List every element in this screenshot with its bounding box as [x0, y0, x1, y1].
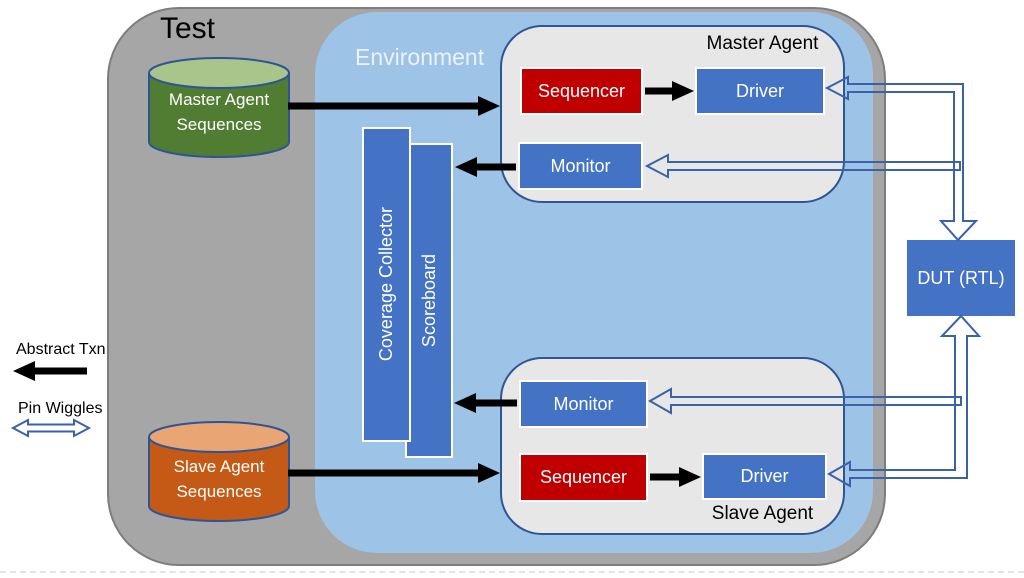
slave-sequencer-box: Sequencer	[519, 453, 648, 502]
master-sequences-label: Master Agent Sequences	[168, 90, 270, 134]
master-agent-label: Master Agent	[706, 33, 819, 54]
legend-pin-wiggles-label: Pin Wiggles	[18, 400, 103, 417]
slave-monitor-box: Monitor	[519, 380, 648, 428]
master-monitor-label: Monitor	[550, 155, 611, 176]
test-label: Test	[160, 12, 216, 45]
legend-pin-wiggles-arrow	[10, 418, 92, 438]
dut-box: DUT (RTL)	[907, 240, 1015, 316]
slave-agent-label: Slave Agent	[711, 503, 814, 524]
coverage-collector-label: Coverage Collector	[376, 207, 396, 362]
master-cylinder-body	[148, 73, 290, 158]
master-sequencer-label: Sequencer	[537, 80, 626, 101]
master-driver-label: Driver	[736, 80, 784, 101]
coverage-collector-box: Coverage Collector	[362, 127, 411, 442]
slave-cylinder-top	[148, 421, 290, 453]
slave-driver-label: Driver	[740, 466, 789, 486]
scoreboard-label: Scoreboard	[418, 253, 439, 348]
master-monitor-box: Monitor	[518, 142, 643, 190]
legend-abstract-txn-arrow	[13, 361, 87, 381]
slave-sequencer-label: Sequencer	[539, 467, 628, 487]
master-sequencer-box: Sequencer	[520, 67, 643, 115]
master-driver-box: Driver	[695, 67, 825, 115]
slave-monitor-label: Monitor	[553, 393, 614, 414]
slave-sequences-cylinder	[148, 421, 290, 522]
environment-label: Environment	[355, 44, 485, 70]
slave-cylinder-body	[148, 437, 290, 522]
scoreboard-box: Scoreboard	[405, 143, 453, 458]
slave-sequences-label: Slave Agent Sequences	[173, 457, 265, 501]
slave-driver-box: Driver	[702, 453, 827, 500]
legend-abstract-txn-label: Abstract Txn	[16, 341, 106, 358]
dut-label: DUT (RTL)	[917, 267, 1005, 288]
bottom-frame-line	[0, 571, 1024, 573]
master-sequences-cylinder	[148, 57, 290, 158]
master-cylinder-top	[148, 57, 290, 89]
